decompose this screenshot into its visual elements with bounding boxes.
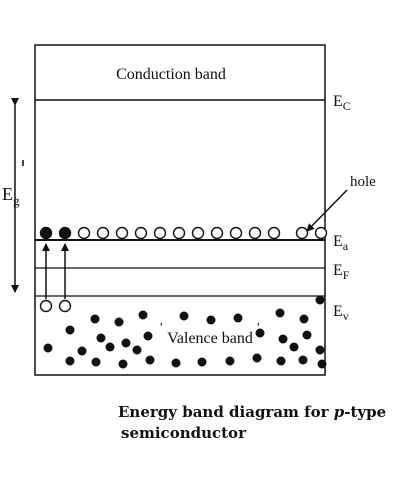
valence-electron xyxy=(298,355,308,365)
acceptor-empty-state xyxy=(267,226,281,240)
valence-electron xyxy=(315,295,325,305)
eg-label-sub: g xyxy=(13,193,20,208)
valence-electron xyxy=(255,328,265,338)
ea-label-main: E xyxy=(333,233,343,250)
valence-electron xyxy=(252,353,262,363)
valence-electron xyxy=(289,342,299,352)
valence-electron xyxy=(275,308,285,318)
valence-electron xyxy=(114,317,124,327)
ev-label-main: E xyxy=(333,303,343,320)
valence-electron xyxy=(138,310,148,320)
valence-electron xyxy=(179,311,189,321)
valence-electrons xyxy=(43,295,327,369)
valence-electron xyxy=(233,313,243,323)
acceptor-empty-state xyxy=(191,226,205,240)
valence-electron xyxy=(121,338,131,348)
ea-label-sub: a xyxy=(343,239,349,253)
acceptor-filled-electrons xyxy=(39,226,72,240)
acceptor-empty-state xyxy=(96,226,110,240)
valence-electron xyxy=(225,356,235,366)
valence-electron xyxy=(65,325,75,335)
valence-electron xyxy=(77,346,87,356)
valence-electron xyxy=(197,357,207,367)
valence-electron xyxy=(132,345,142,355)
acceptor-empty-state xyxy=(153,226,167,240)
valence-electron xyxy=(278,334,288,344)
band-frame xyxy=(34,44,326,376)
valence-band-label-mark-right: ' xyxy=(257,321,260,336)
valence-electron xyxy=(96,333,106,343)
acceptor-empty-state xyxy=(248,226,262,240)
valence-electron xyxy=(90,314,100,324)
valence-electron xyxy=(91,357,101,367)
valence-electron xyxy=(302,330,312,340)
valence-electron xyxy=(118,359,128,369)
acceptor-electron xyxy=(39,226,53,240)
valence-electron xyxy=(315,345,325,355)
valence-electron xyxy=(143,331,153,341)
conduction-band-label: Conduction band xyxy=(116,66,226,83)
ef-label-sub: F xyxy=(343,268,350,282)
ef-label: EF xyxy=(333,262,350,282)
valence-electron xyxy=(317,359,327,369)
acceptor-empty-state xyxy=(172,226,186,240)
ec-label-main: E xyxy=(333,93,343,110)
valence-electron xyxy=(299,314,309,324)
valence-hole xyxy=(39,299,53,313)
acceptor-empty-state xyxy=(295,226,309,240)
valence-hole xyxy=(58,299,72,313)
caption-prefix: Energy band diagram for xyxy=(118,403,334,421)
valence-electron xyxy=(145,355,155,365)
ef-label-main: E xyxy=(333,262,343,279)
acceptor-empty-state xyxy=(77,226,91,240)
acceptor-empty-states xyxy=(77,226,328,240)
valence-band-label: Valence band xyxy=(167,330,253,347)
valence-electron xyxy=(276,356,286,366)
valence-electron xyxy=(43,343,53,353)
acceptor-empty-state xyxy=(314,226,328,240)
ev-label: Ev xyxy=(333,303,349,323)
acceptor-empty-state xyxy=(134,226,148,240)
ev-label-sub: v xyxy=(343,309,349,323)
valence-band-label-mark-left: ' xyxy=(160,321,163,336)
ea-label: Ea xyxy=(333,233,349,253)
valence-electron xyxy=(171,358,181,368)
caption-line-1: Energy band diagram for p-type xyxy=(118,402,386,423)
ec-label-sub: C xyxy=(343,99,351,113)
energy-band-diagram: Conduction band EC Eg hole Ea EF Ev xyxy=(2,44,376,376)
hole-pointer-arrow xyxy=(306,189,348,232)
acceptor-empty-state xyxy=(229,226,243,240)
acceptor-empty-state xyxy=(210,226,224,240)
ec-label: EC xyxy=(333,93,351,113)
acceptor-empty-state xyxy=(115,226,129,240)
acceptor-electron xyxy=(58,226,72,240)
caption-italic-p: p xyxy=(333,403,345,421)
hole-label: hole xyxy=(350,174,376,190)
caption-suffix: -type xyxy=(344,403,387,421)
valence-electron xyxy=(105,342,115,352)
valence-electron xyxy=(206,315,216,325)
eg-label: Eg xyxy=(2,184,20,208)
eg-label-main: E xyxy=(2,184,13,204)
caption-line-2: semiconductor xyxy=(121,424,246,442)
valence-electron xyxy=(65,356,75,366)
